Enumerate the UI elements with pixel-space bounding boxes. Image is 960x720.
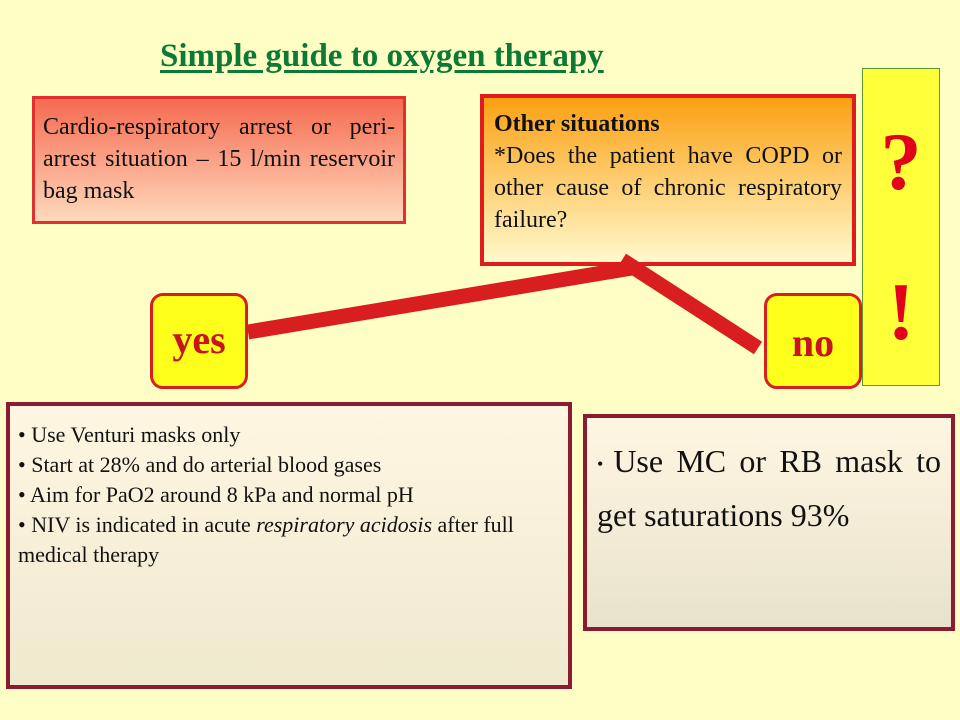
- copd-question: *Does the patient have COPD or other cau…: [494, 143, 842, 233]
- bullet-icon: •: [18, 512, 26, 537]
- no-label: no: [764, 293, 862, 389]
- alert-box: ? !: [862, 68, 940, 386]
- yes-label: yes: [150, 293, 248, 389]
- connector-to-no: [617, 253, 763, 355]
- no-advice-box: •Use MC or RB mask to get saturations 93…: [583, 414, 955, 631]
- list-item: • Aim for PaO2 around 8 kPa and normal p…: [18, 482, 414, 507]
- exclamation-mark-icon: !: [887, 266, 915, 357]
- other-situations-box: Other situations *Does the patient have …: [480, 94, 856, 266]
- connector-to-yes: [246, 260, 634, 340]
- list-item: • Start at 28% and do arterial blood gas…: [18, 452, 382, 477]
- question-mark-icon: ?: [880, 116, 922, 207]
- bullet-icon: •: [18, 482, 26, 507]
- page-title: Simple guide to oxygen therapy: [160, 38, 604, 74]
- list-item: • Use Venturi masks only: [18, 422, 241, 447]
- bullet-icon: •: [18, 422, 26, 447]
- yes-advice-box: • Use Venturi masks only • Start at 28% …: [6, 402, 572, 689]
- no-advice-text: Use MC or RB mask to get saturations 93%: [597, 443, 941, 534]
- arrest-box: Cardio-respiratory arrest or peri-arrest…: [32, 96, 406, 224]
- bullet-icon: •: [18, 452, 26, 477]
- arrest-text: Cardio-respiratory arrest or peri-arrest…: [43, 114, 395, 204]
- other-situations-heading: Other situations: [494, 111, 660, 137]
- list-item: • NIV is indicated in acute respiratory …: [18, 512, 514, 567]
- bullet-icon: •: [597, 454, 604, 475]
- italic-text: respiratory acidosis: [256, 512, 433, 537]
